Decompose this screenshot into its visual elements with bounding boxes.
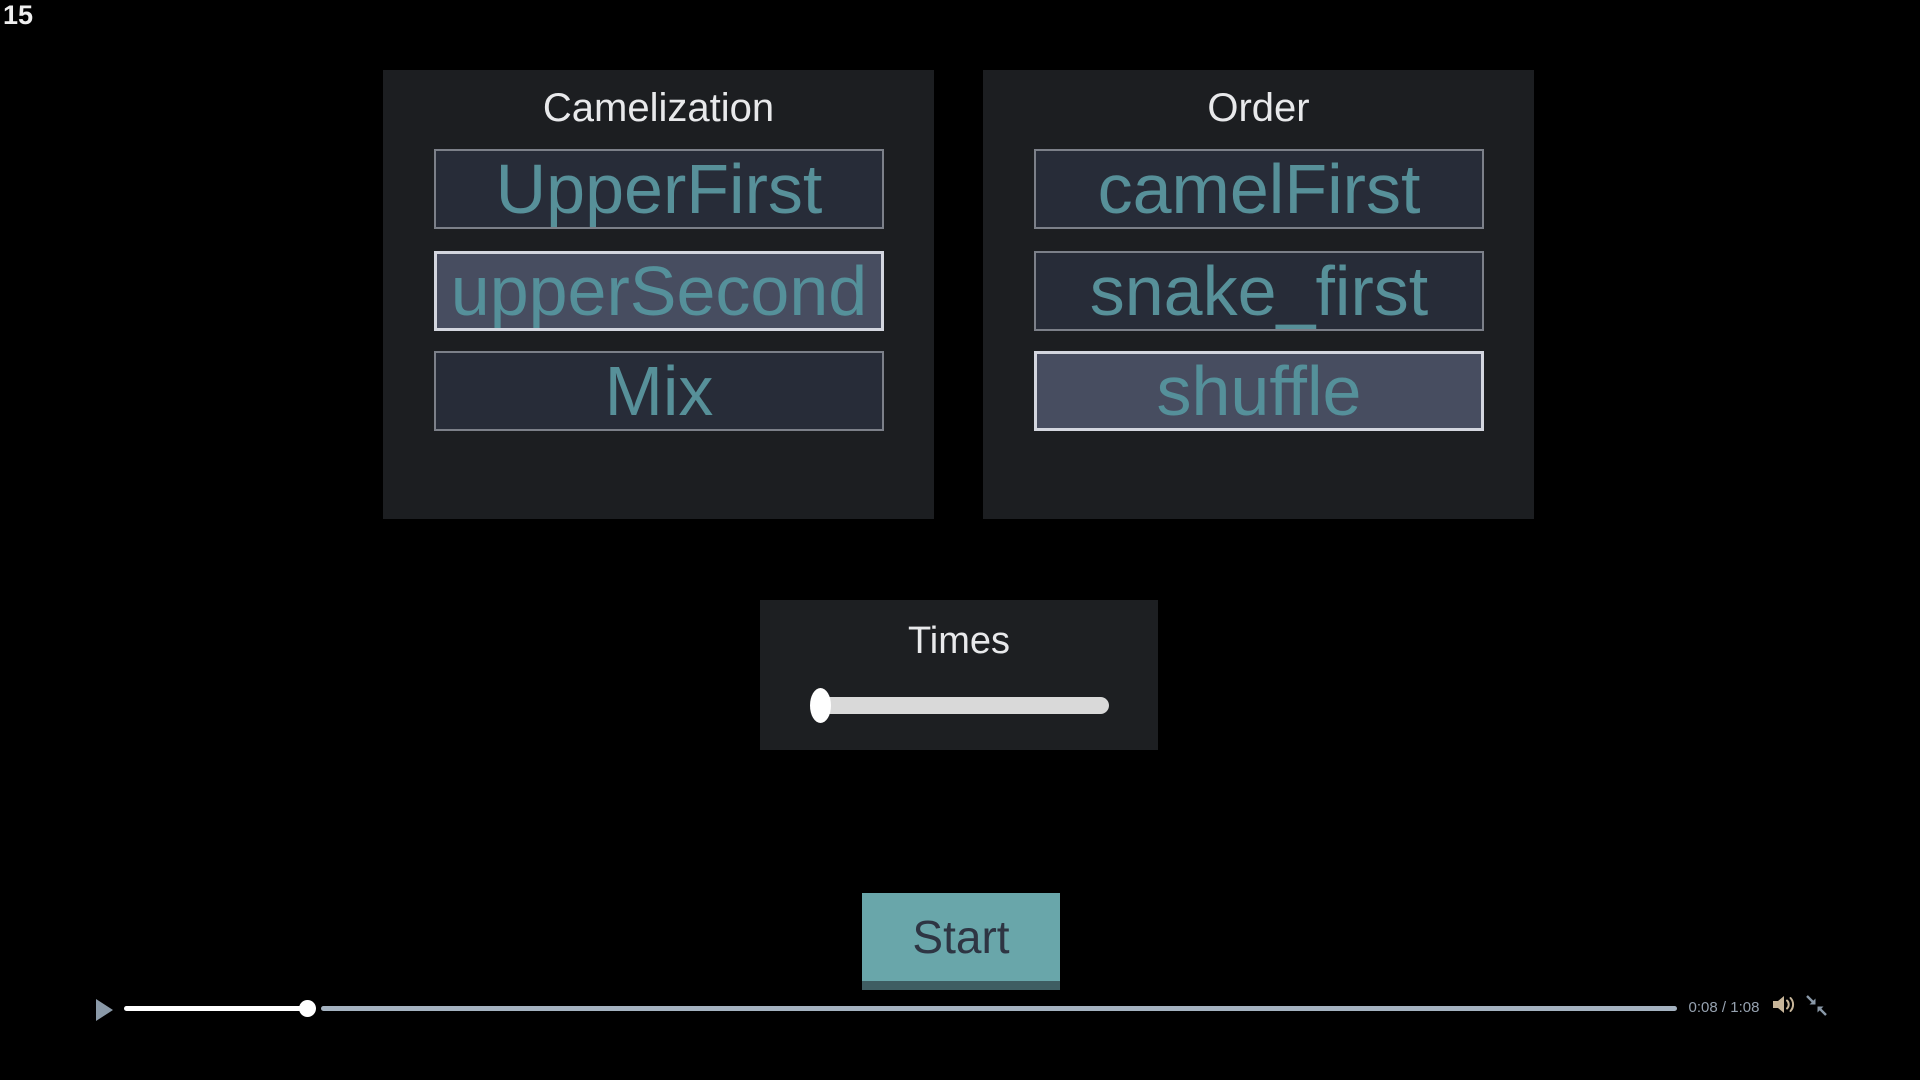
play-icon — [96, 998, 113, 1021]
volume-icon — [1773, 996, 1795, 1013]
option-uppersecond[interactable]: upperSecond — [434, 251, 884, 331]
option-camelfirst[interactable]: camelFirst — [1034, 149, 1484, 229]
camelization-panel-title: Camelization — [542, 86, 775, 130]
volume-button[interactable] — [1770, 992, 1798, 1020]
exit-fullscreen-button[interactable] — [1803, 992, 1830, 1022]
option-shuffle[interactable]: shuffle — [1034, 351, 1484, 431]
times-panel: Times — [760, 600, 1158, 750]
times-panel-title: Times — [907, 620, 1011, 662]
progress-remaining — [321, 1006, 1677, 1011]
option-snake-first[interactable]: snake_first — [1034, 251, 1484, 331]
start-button[interactable]: Start — [862, 893, 1060, 990]
video-player-controls: 0:08 / 1:08 — [0, 988, 1920, 1028]
times-slider[interactable] — [810, 686, 1110, 726]
order-panel: Order camelFirst snake_first shuffle — [983, 70, 1534, 519]
frame-counter: 15 — [3, 0, 34, 30]
option-upperfirst[interactable]: UpperFirst — [434, 149, 884, 229]
progress-handle[interactable] — [299, 1000, 316, 1017]
play-button[interactable] — [92, 994, 120, 1022]
option-mix[interactable]: Mix — [434, 351, 884, 431]
order-panel-title: Order — [1207, 86, 1310, 130]
time-display: 0:08 / 1:08 — [1688, 999, 1760, 1016]
camelization-panel: Camelization UpperFirst upperSecond Mix — [383, 70, 934, 519]
exit-fullscreen-icon — [1806, 995, 1827, 1016]
times-slider-track[interactable] — [816, 697, 1109, 714]
video-progress-bar[interactable] — [124, 1000, 1677, 1017]
progress-played — [124, 1006, 307, 1011]
times-slider-handle[interactable] — [810, 688, 831, 723]
